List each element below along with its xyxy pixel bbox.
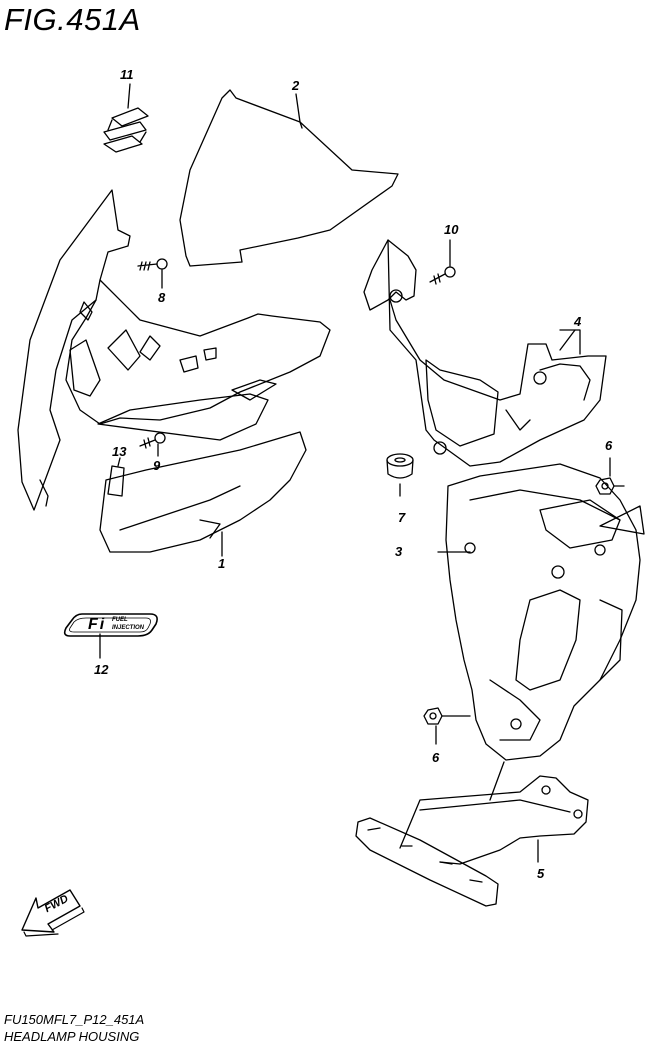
callout-1: 1 [218, 556, 226, 571]
leader-lines [99, 83, 576, 659]
emblem-part-11 [103, 107, 149, 153]
bracket-part-3 [445, 463, 645, 801]
decal-part-12 [63, 613, 158, 637]
callout-3: 3 [395, 544, 403, 559]
windscreen-part-2 [179, 89, 399, 267]
figure-title: FIG.451A [4, 2, 141, 37]
grommet-part-7 [386, 453, 414, 479]
callout-5: 5 [537, 866, 545, 881]
callout-13: 13 [112, 444, 127, 459]
callout-2: 2 [292, 78, 300, 93]
nut-part-6-upper [595, 457, 625, 495]
screw-part-10 [429, 239, 456, 285]
drawing-code: FU150MFL7_P12_451A [4, 1012, 145, 1027]
drawing-name: HEADLAMP HOUSING [4, 1029, 140, 1044]
bracket-part-5 [355, 775, 589, 907]
nut-part-6-lower [423, 707, 471, 745]
callout-11: 11 [120, 67, 134, 82]
decal-logo-text: Fi [88, 616, 107, 633]
tape-part-13 [107, 457, 125, 497]
callout-12: 12 [94, 662, 109, 677]
callout-4: 4 [574, 314, 582, 329]
fwd-arrow-icon [21, 889, 85, 937]
front-cowl-part-1 [17, 189, 331, 553]
callout-9: 9 [153, 458, 161, 473]
callout-6-lower: 6 [432, 750, 440, 765]
callout-6-upper: 6 [605, 438, 613, 453]
callout-10: 10 [444, 222, 459, 237]
callout-8: 8 [158, 290, 166, 305]
screw-part-9 [139, 432, 166, 457]
decal-line-2: INJECTION [112, 625, 145, 631]
screw-part-8 [137, 258, 168, 289]
bracket-part-4 [363, 239, 607, 467]
decal-line-1: FUEL [112, 617, 128, 623]
callout-7: 7 [398, 510, 406, 525]
